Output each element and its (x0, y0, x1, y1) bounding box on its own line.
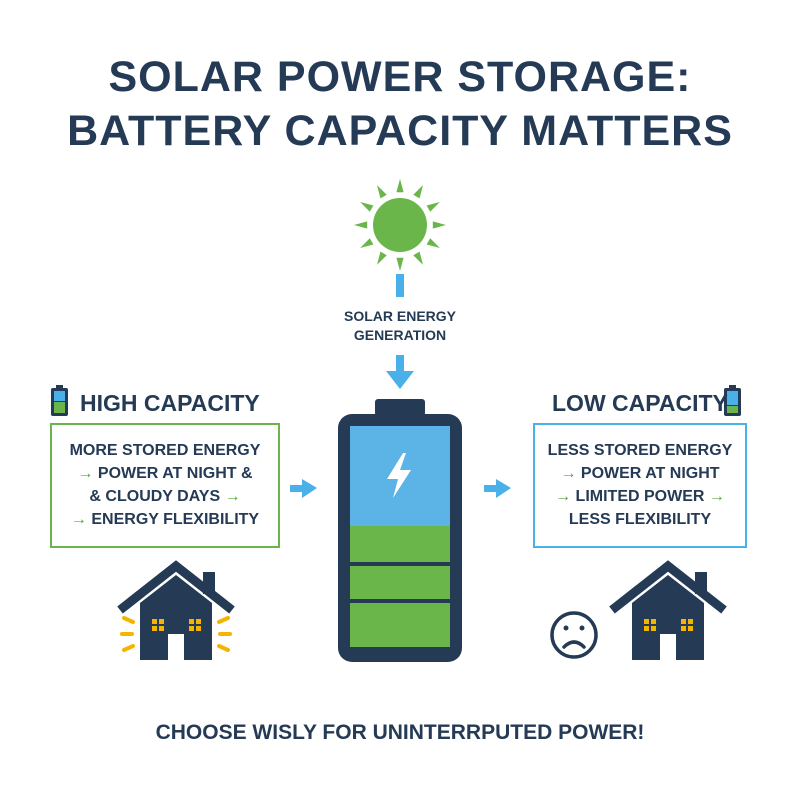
low-capacity-line-2: → POWER AT NIGHT (535, 462, 745, 485)
lightning-icon (387, 453, 411, 498)
arrow-right-icon: → (555, 488, 572, 505)
low-capacity-line-3-text: LIMITED POWER (575, 488, 705, 505)
arrow-right-icon: → (224, 488, 241, 505)
sad-face-icon (550, 611, 598, 659)
low-capacity-line-4-text: LESS FLEXIBILITY (568, 511, 712, 528)
sun-ray (432, 221, 446, 229)
sun-icon (354, 179, 446, 271)
sun-ray (396, 257, 404, 271)
high-capacity-line-3: & CLOUDY DAYS → (52, 485, 278, 508)
high-capacity-line-2-text: POWER AT NIGHT & (97, 465, 253, 482)
arrow-down-icon (386, 355, 414, 389)
battery-icon-small-low (724, 385, 741, 416)
house-icon (609, 560, 727, 660)
house-icon (117, 560, 235, 660)
footer-tagline: CHOOSE WISLY FOR UNINTERRPUTED POWER! (155, 721, 645, 744)
low-capacity-line-3: → LIMITED POWER → (535, 485, 745, 508)
arrow-right-icon: → (77, 465, 94, 482)
sun-ray (354, 221, 368, 229)
battery-icon (338, 399, 462, 662)
sun-ray (413, 251, 423, 265)
generation-label-line-2: GENERATION (353, 327, 447, 343)
page-title-line-2: BATTERY CAPACITY MATTERS (67, 107, 733, 155)
high-capacity-line-2: → POWER AT NIGHT & (52, 462, 278, 485)
page-title-line-1: SOLAR POWER STORAGE: (108, 53, 692, 101)
sun-ray (426, 202, 440, 212)
sun-ray (377, 185, 387, 199)
sun-ray (426, 238, 440, 248)
battery-icon-small-full (51, 385, 68, 416)
generation-label-line-1: SOLAR ENERGY (343, 308, 456, 324)
sun-ray (360, 238, 374, 248)
high-capacity-heading: HIGH CAPACITY (80, 390, 260, 416)
sun-connector-bar (396, 274, 404, 297)
low-capacity-line-1: LESS STORED ENERGY (535, 439, 745, 462)
high-capacity-line-4: → ENERGY FLEXIBILITY (52, 508, 278, 531)
high-capacity-box: MORE STORED ENERGY → POWER AT NIGHT & & … (50, 423, 280, 548)
arrow-right-icon: → (708, 488, 725, 505)
arrow-right-icon (290, 479, 317, 498)
low-capacity-line-2-text: POWER AT NIGHT (580, 465, 720, 482)
high-capacity-line-4-text: ENERGY FLEXIBILITY (91, 511, 260, 528)
glow-lines (120, 616, 232, 652)
high-capacity-line-1: MORE STORED ENERGY (52, 439, 278, 462)
generation-label: SOLAR ENERGY GENERATION (300, 307, 500, 345)
low-capacity-heading: LOW CAPACITY (552, 390, 728, 416)
low-capacity-box: LESS STORED ENERGY → POWER AT NIGHT → LI… (533, 423, 747, 548)
low-capacity-line-4: LESS FLEXIBILITY (535, 508, 745, 531)
arrow-right-icon: → (560, 465, 577, 482)
sun-ray (360, 202, 374, 212)
arrow-right-icon (484, 479, 511, 498)
sun-ray (396, 179, 404, 193)
sun-ray (413, 185, 423, 199)
arrow-right-icon: → (70, 511, 87, 528)
high-capacity-line-3-text: & CLOUDY DAYS (89, 488, 221, 505)
low-capacity-line-1-text: LESS STORED ENERGY (547, 442, 733, 459)
high-capacity-line-1-text: MORE STORED ENERGY (69, 442, 261, 459)
sun-ray (377, 251, 387, 265)
